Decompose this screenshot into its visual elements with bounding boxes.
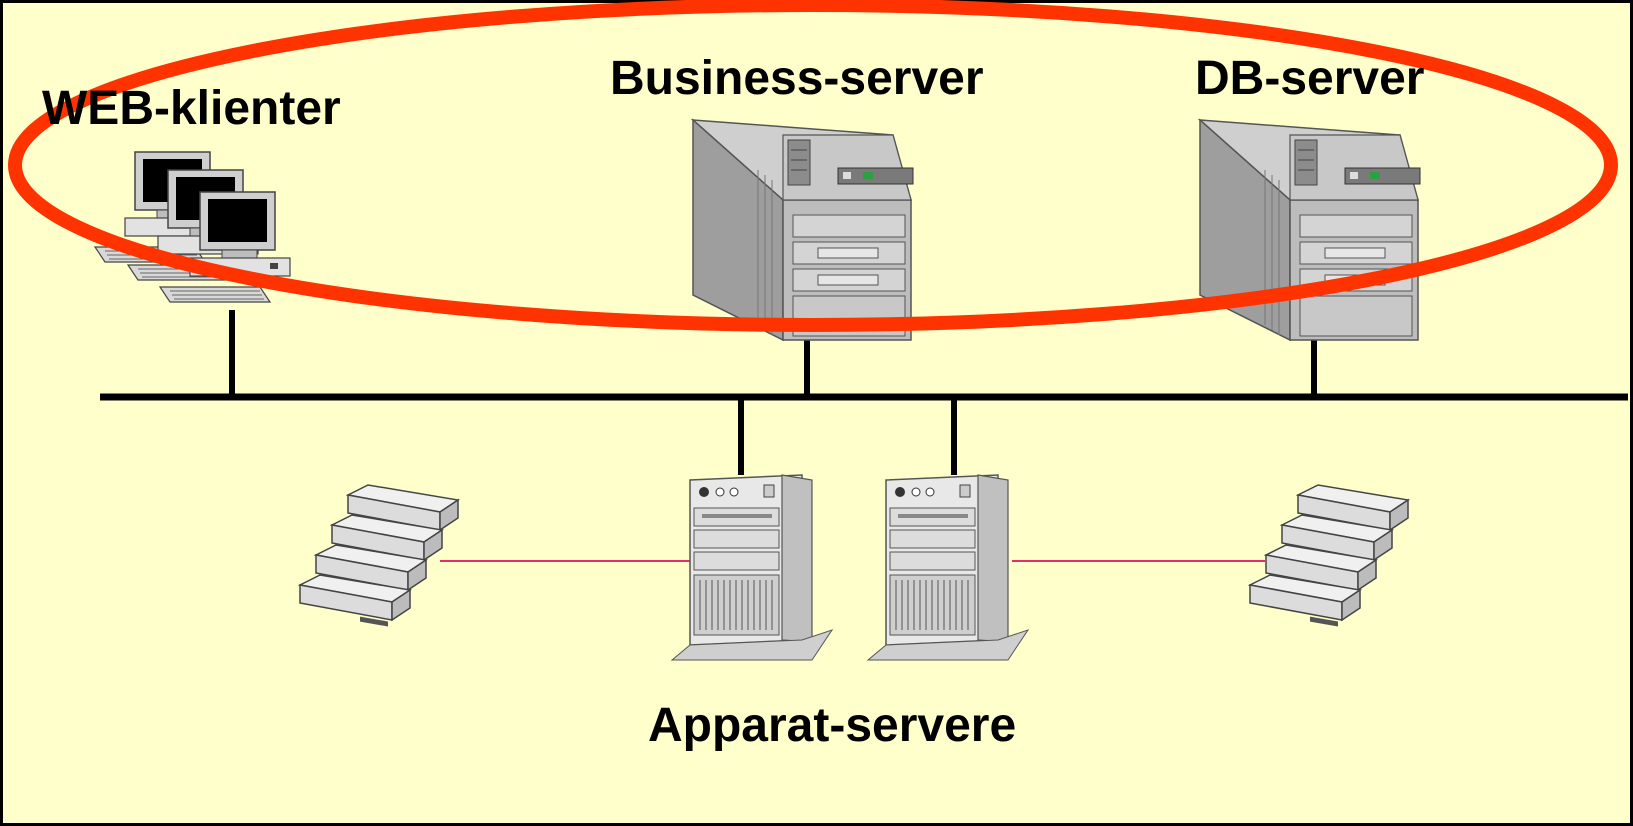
pc-server-icon	[867, 474, 1029, 661]
pc-server-icon	[671, 474, 833, 661]
device-servers-label: Apparat-servere	[648, 699, 1017, 752]
tower-server-icon	[692, 119, 914, 341]
db-server-label: DB-server	[1195, 52, 1425, 105]
highlight-ellipse	[8, 0, 1618, 332]
business-server-label: Business-server	[610, 52, 984, 105]
web-clients-label: WEB-klienter	[42, 82, 341, 135]
